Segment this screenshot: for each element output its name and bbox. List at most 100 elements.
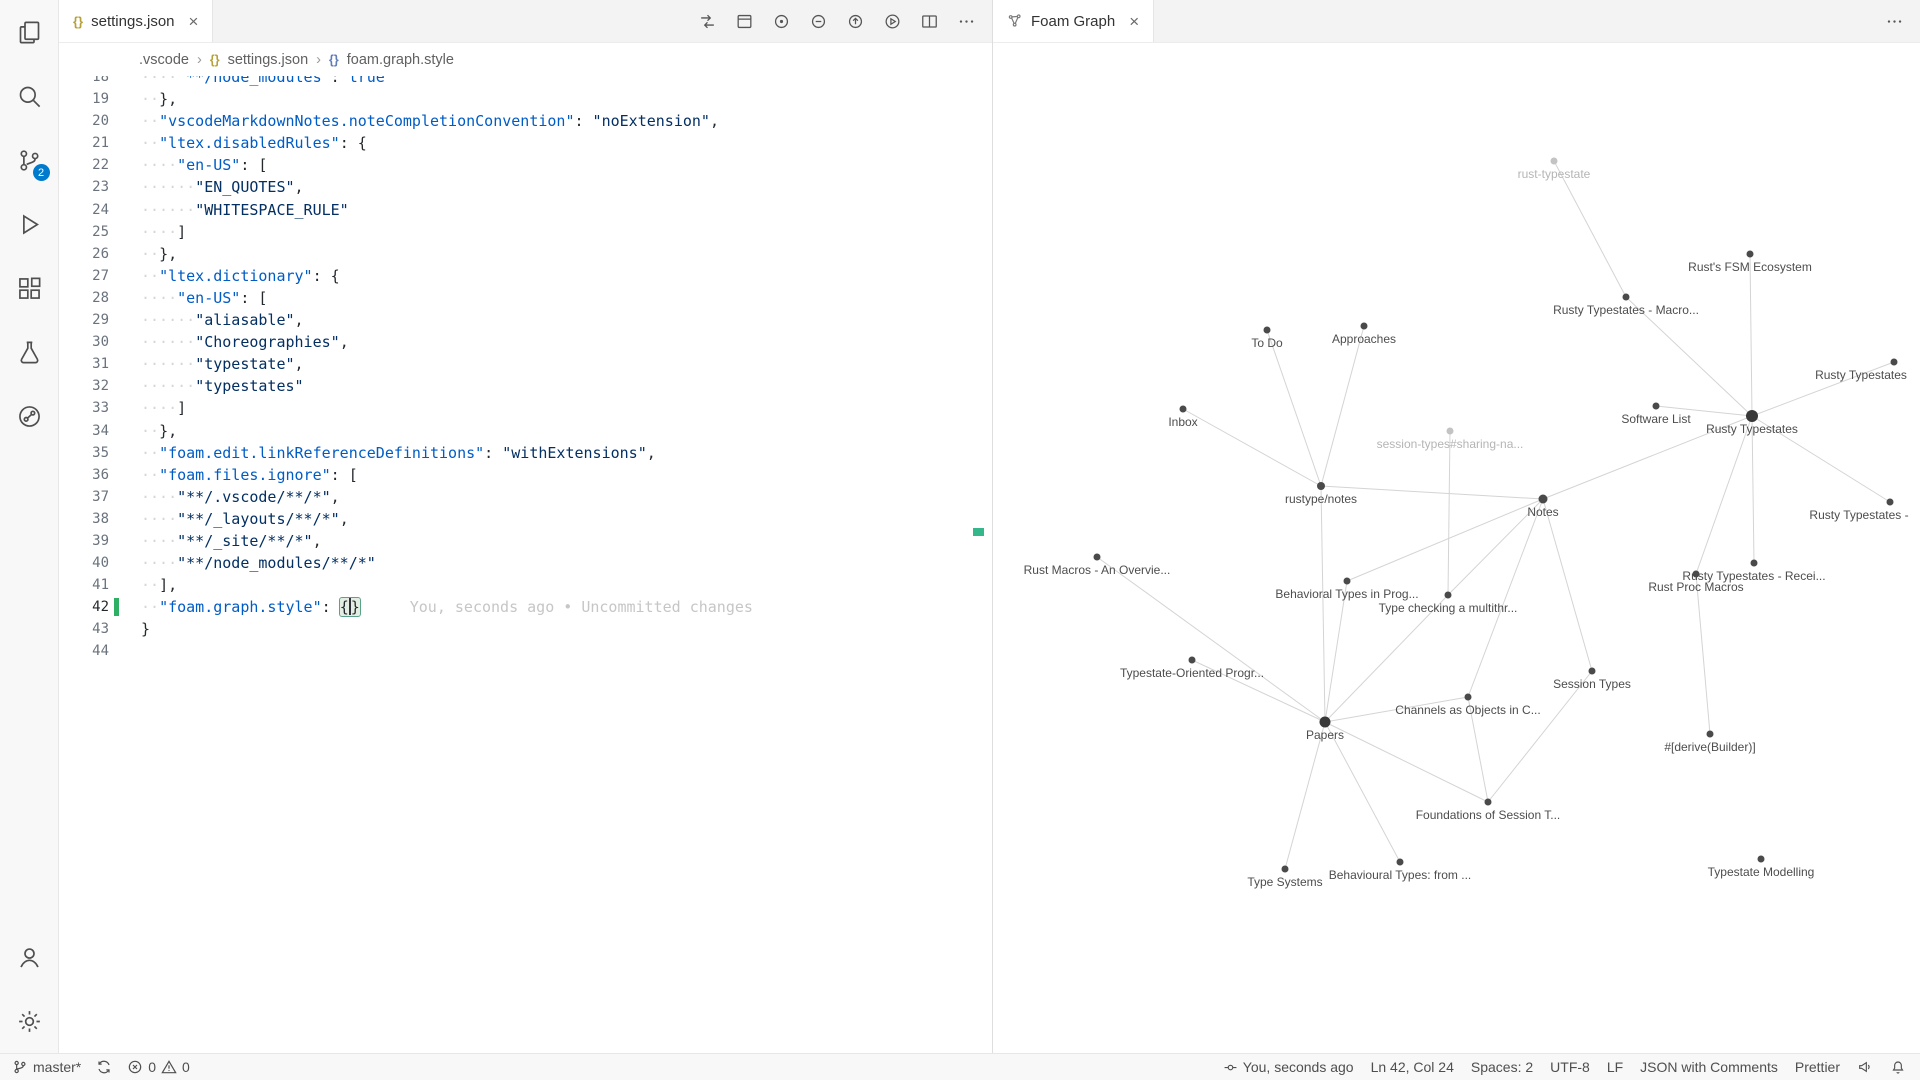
feedback-status[interactable] [1857, 1059, 1873, 1075]
gutter [113, 176, 123, 198]
graph-node-rustype-notes[interactable] [1317, 482, 1325, 490]
source-control-icon[interactable]: 2 [0, 128, 59, 192]
code-line-36[interactable]: 36··"foam.files.ignore": [ [59, 464, 992, 486]
breadcrumb-file[interactable]: settings.json [227, 51, 309, 68]
compare-changes-icon[interactable] [691, 5, 723, 37]
code-line-34[interactable]: 34··}, [59, 420, 992, 442]
code-line-41[interactable]: 41··], [59, 574, 992, 596]
close-icon[interactable]: × [188, 11, 199, 31]
graph-node-notes[interactable] [1538, 494, 1548, 504]
code-line-27[interactable]: 27··"ltex.dictionary": { [59, 265, 992, 287]
code-line-21[interactable]: 21··"ltex.disabledRules": { [59, 132, 992, 154]
graph-node-software-list[interactable] [1652, 402, 1660, 410]
graph-node-rust-typestate[interactable] [1550, 157, 1558, 165]
code-line-28[interactable]: 28····"en-US": [ [59, 287, 992, 309]
more-actions-icon[interactable] [1878, 5, 1910, 37]
code-line-24[interactable]: 24······"WHITESPACE_RULE" [59, 199, 992, 221]
code-line-38[interactable]: 38····"**/_layouts/**/*", [59, 508, 992, 530]
graph-node-rusty-typestates-recei[interactable] [1750, 559, 1758, 567]
open-preview-icon[interactable] [728, 5, 760, 37]
graph-node-typestate-modelling[interactable] [1757, 855, 1765, 863]
graph-node-channels-as-objects[interactable] [1464, 693, 1472, 701]
graph-node-session-types[interactable] [1588, 667, 1596, 675]
graph-node-derive-builder[interactable] [1706, 730, 1714, 738]
notifications-status[interactable] [1890, 1059, 1906, 1075]
code-line-40[interactable]: 40····"**/node_modules/**/*" [59, 552, 992, 574]
code-line-37[interactable]: 37····"**/.vscode/**/*", [59, 486, 992, 508]
graph-node-behavioural-types-from[interactable] [1396, 858, 1404, 866]
activity-bar: 2 [0, 0, 59, 1053]
language-mode-status[interactable]: JSON with Comments [1640, 1059, 1778, 1075]
gutter [113, 640, 123, 662]
indentation-status[interactable]: Spaces: 2 [1471, 1059, 1533, 1075]
graph-node-rust-proc-macros[interactable] [1692, 570, 1700, 578]
graph-node-inbox[interactable] [1179, 405, 1187, 413]
code-line-25[interactable]: 25····] [59, 221, 992, 243]
graph-node-foundations-session[interactable] [1484, 798, 1492, 806]
graph-node-approaches[interactable] [1360, 322, 1368, 330]
formatter-status[interactable]: Prettier [1795, 1059, 1840, 1075]
code-line-23[interactable]: 23······"EN_QUOTES", [59, 176, 992, 198]
code-line-32[interactable]: 32······"typestates" [59, 375, 992, 397]
graph-node-rusty-typestates-hub[interactable] [1746, 410, 1758, 422]
code-line-30[interactable]: 30······"Choreographies", [59, 331, 992, 353]
gutter [113, 397, 123, 419]
explorer-icon[interactable] [0, 0, 59, 64]
code-line-22[interactable]: 22····"en-US": [ [59, 154, 992, 176]
circle-dot-icon[interactable] [765, 5, 797, 37]
search-icon[interactable] [0, 64, 59, 128]
graph-node-behavioral-types-prog[interactable] [1343, 577, 1351, 585]
code-line-31[interactable]: 31······"typestate", [59, 353, 992, 375]
close-icon[interactable]: × [1129, 11, 1140, 31]
code-line-29[interactable]: 29······"aliasable", [59, 309, 992, 331]
testing-icon[interactable] [0, 320, 59, 384]
code-line-33[interactable]: 33····] [59, 397, 992, 419]
text-cursor [348, 598, 351, 616]
circle-dash-icon[interactable] [802, 5, 834, 37]
code-line-44[interactable]: 44 [59, 640, 992, 662]
graph-node-rusts-fsm-ecosystem[interactable] [1746, 250, 1754, 258]
git-branch-status[interactable]: master* [12, 1059, 81, 1075]
cursor-position-status[interactable]: Ln 42, Col 24 [1371, 1059, 1454, 1075]
foam-graph-view-icon[interactable] [0, 384, 59, 448]
code-line-43[interactable]: 43} [59, 618, 992, 640]
eol-status[interactable]: LF [1607, 1059, 1623, 1075]
code-line-39[interactable]: 39····"**/_site/**/*", [59, 530, 992, 552]
tab-settings-json[interactable]: {} settings.json × [59, 0, 214, 42]
breadcrumb-symbol[interactable]: foam.graph.style [346, 51, 454, 68]
code-line-26[interactable]: 26··}, [59, 243, 992, 265]
graph-node-type-checking-multithr[interactable] [1444, 591, 1452, 599]
code-line-42[interactable]: 42··"foam.graph.style": {}You, seconds a… [59, 596, 992, 618]
code-line-18[interactable]: 18····"**/node_modules": true [59, 76, 992, 88]
encoding-status[interactable]: UTF-8 [1550, 1059, 1590, 1075]
tab-foam-graph[interactable]: Foam Graph × [993, 0, 1155, 42]
graph-node-session-types-sharing[interactable] [1446, 427, 1454, 435]
git-blame-status[interactable]: You, seconds ago [1223, 1059, 1354, 1075]
circle-arrow-icon[interactable] [839, 5, 871, 37]
graph-node-rusty-typestates-ne[interactable] [1890, 358, 1898, 366]
more-actions-icon[interactable] [950, 5, 982, 37]
graph-node-papers[interactable] [1319, 716, 1331, 728]
extensions-icon[interactable] [0, 256, 59, 320]
code-line-35[interactable]: 35··"foam.edit.linkReferenceDefinitions"… [59, 442, 992, 464]
code-line-20[interactable]: 20··"vscodeMarkdownNotes.noteCompletionC… [59, 110, 992, 132]
graph-node-to-do[interactable] [1263, 326, 1271, 334]
settings-gear-icon[interactable] [0, 989, 59, 1053]
account-icon[interactable] [0, 925, 59, 989]
sync-status[interactable] [96, 1059, 112, 1075]
graph-node-typestate-oriented[interactable] [1188, 656, 1196, 664]
graph-node-rusty-typestates-macro[interactable] [1622, 293, 1630, 301]
code-line-19[interactable]: 19··}, [59, 88, 992, 110]
graph-node-type-systems[interactable] [1281, 865, 1289, 873]
run-debug-icon[interactable] [0, 192, 59, 256]
graph-node-rust-macros-overview[interactable] [1093, 553, 1101, 561]
graph-node-rusty-typestates-e[interactable] [1886, 498, 1894, 506]
split-editor-icon[interactable] [913, 5, 945, 37]
run-circle-icon[interactable] [876, 5, 908, 37]
breadcrumb-folder[interactable]: .vscode [139, 51, 189, 68]
problems-status[interactable]: 0 0 [127, 1059, 190, 1075]
